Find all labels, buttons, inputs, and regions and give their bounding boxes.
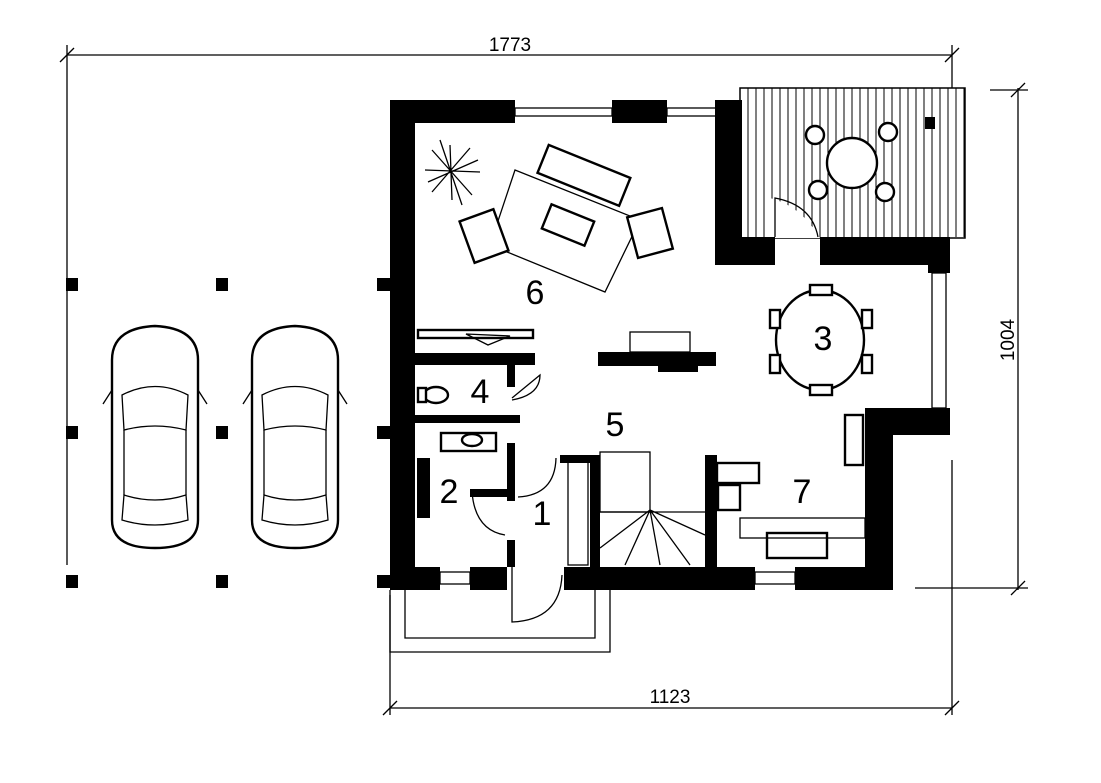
carport-posts [66, 278, 390, 588]
entrance-porch [389, 590, 611, 653]
dimension-label-depth: 1004 [998, 318, 1019, 361]
windows [439, 107, 947, 585]
car-left-icon [102, 324, 208, 550]
plant-icon [424, 139, 481, 206]
room-label-1: 1 [533, 495, 552, 533]
room-label-6: 6 [526, 274, 545, 312]
fixtures [416, 385, 866, 566]
dimension-top: 1773 [59, 35, 960, 565]
room-label-2: 2 [440, 473, 459, 511]
dining-table-icon [768, 283, 874, 397]
dimension-bottom: 1123 [382, 460, 960, 716]
living-furniture [416, 139, 691, 353]
car-right-icon [242, 324, 348, 550]
room-label-7: 7 [793, 473, 812, 511]
doors [471, 197, 819, 623]
room-label-5: 5 [606, 406, 625, 444]
dimension-label-total-width: 1773 [489, 35, 531, 56]
room-label-3: 3 [814, 320, 833, 358]
room-label-4: 4 [471, 373, 490, 411]
terrace [739, 87, 966, 239]
dimension-label-house-width: 1123 [650, 687, 691, 708]
dimension-right: 1004 [915, 82, 1028, 596]
walls [390, 100, 950, 590]
